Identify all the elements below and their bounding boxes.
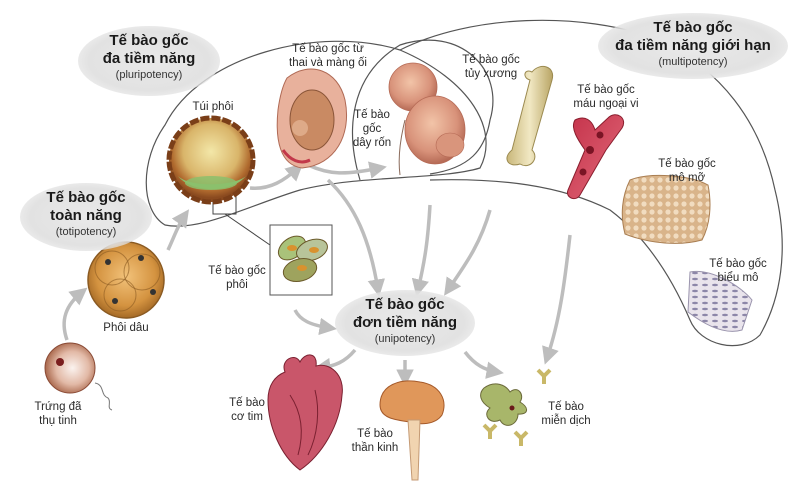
arrow-embryonic-to-uni [293, 309, 337, 336]
label-embryonic-stem: Tế bào gốc phôi [204, 264, 270, 292]
label-peripheral-blood: Tế bào gốc máu ngoại vi [568, 83, 644, 111]
label-fetal-amniotic: Tế bào gốc từ thai và màng ối [283, 42, 373, 70]
arrow-pluri-to-uni-2 [411, 204, 432, 297]
heart-illustration [267, 354, 343, 471]
label-immune-line2: miễn dịch [541, 415, 591, 427]
umbilical-boundary [351, 39, 494, 181]
unipotency-title-line2: đơn tiềm năng [353, 314, 457, 331]
label-epithelial-line2: biểu mô [717, 272, 759, 284]
morula-illustration [87, 241, 165, 319]
arrow-fetal-to-cord [307, 161, 387, 179]
fetus-in-uterus-illustration [276, 68, 347, 169]
label-adipose: Tế bào gốc mô mỡ [655, 157, 719, 185]
label-bone-marrow-line1: Tế bào gốc [462, 54, 520, 66]
arrow-multi-to-uni-1 [444, 209, 492, 296]
arrow-morula-to-blastocyst [166, 209, 190, 251]
arrow-uni-to-immune [463, 350, 504, 379]
label-fetal-amniotic-line2: thai và màng ối [289, 57, 367, 69]
label-umbilical-cord: Tế bào gốc dây rốn [350, 108, 394, 150]
pluripotency-boundary [145, 40, 487, 227]
label-fertilized-egg: Trứng đã thụ tinh [28, 400, 88, 428]
label-neural: Tế bào thần kinh [348, 427, 402, 455]
label-fertilized-egg-line2: thụ tinh [39, 415, 77, 427]
inset-connector-line [224, 213, 271, 246]
immune-cells-illustration [480, 368, 552, 446]
unipotency-subtitle: (unipotency) [374, 333, 436, 345]
label-fetal-amniotic-line1: Tế bào gốc từ [292, 43, 364, 55]
epithelial-tissue-illustration [687, 270, 753, 332]
label-adipose-line1: Tế bào gốc [658, 158, 716, 170]
label-blastocyst-line1: Túi phôi [192, 101, 234, 113]
bone-marrow-illustration [506, 65, 554, 166]
fertilized-egg-illustration [44, 342, 113, 411]
label-peripheral-blood-line1: Tế bào gốc [577, 84, 635, 96]
label-neural-line1: Tế bào [357, 428, 393, 440]
totipotency-subtitle: (totipotency) [55, 226, 117, 238]
brain-spinal-cord-illustration [379, 380, 445, 481]
label-neural-line2: thần kinh [351, 442, 399, 454]
label-immune-line1: Tế bào [548, 401, 584, 413]
totipotency-bubble: Tế bào gốc toàn năng (totipotency) [20, 183, 152, 251]
label-blastocyst: Túi phôi [188, 100, 238, 114]
label-cardiac: Tế bào cơ tim [225, 396, 269, 424]
arrow-multi-to-uni-2 [542, 234, 572, 365]
unipotency-bubble: Tế bào gốc đơn tiềm năng (unipotency) [335, 290, 475, 356]
label-morula: Phôi dâu [98, 321, 154, 335]
label-cardiac-line2: cơ tim [231, 411, 263, 423]
label-adipose-line2: mô mỡ [668, 172, 706, 184]
label-umbilical-cord-line3: dây rốn [352, 137, 392, 149]
adipose-tissue-illustration [621, 174, 711, 244]
pluripotency-title-line2: đa tiềm năng [102, 50, 196, 67]
pluripotency-title-line1: Tế bào gốc [109, 32, 189, 49]
blastocyst-illustration [166, 115, 256, 205]
embryonic-stem-cells-illustration [277, 235, 328, 283]
label-epithelial: Tế bào gốc biểu mô [706, 257, 770, 285]
unipotency-title-line1: Tế bào gốc [365, 296, 445, 313]
peripheral-blood-vessel-illustration [566, 114, 624, 200]
label-peripheral-blood-line2: máu ngoại vi [573, 98, 639, 110]
label-cardiac-line1: Tế bào [229, 397, 265, 409]
label-umbilical-cord-line2: gốc [362, 123, 382, 135]
arrow-pluri-to-uni-1 [326, 178, 385, 297]
multipotency-title-line2: đa tiềm năng giới hạn [615, 37, 771, 54]
label-bone-marrow-line2: tủy xương [464, 68, 518, 80]
label-bone-marrow: Tế bào gốc tủy xương [458, 53, 524, 81]
label-fertilized-egg-line1: Trứng đã [34, 401, 82, 413]
label-embryonic-stem-line1: Tế bào gốc [208, 265, 266, 277]
totipotency-title-line2: toàn năng [50, 207, 122, 224]
arrow-blastocyst-to-fetal [249, 163, 304, 190]
multipotency-bubble: Tế bào gốc đa tiềm năng giới hạn (multip… [598, 13, 788, 79]
label-embryonic-stem-line2: phôi [226, 279, 248, 291]
multipotency-title-line1: Tế bào gốc [653, 19, 733, 36]
baby-umbilical-cord-illustration [388, 62, 466, 176]
label-morula-line1: Phôi dâu [103, 322, 149, 334]
pluripotency-bubble: Tế bào gốc đa tiềm năng (pluripotency) [78, 26, 220, 96]
label-umbilical-cord-line1: Tế bào [354, 109, 390, 121]
label-immune: Tế bào miễn dịch [534, 400, 598, 428]
arrow-egg-to-morula [62, 287, 88, 341]
totipotency-title-line1: Tế bào gốc [46, 189, 126, 206]
multipotency-subtitle: (multipotency) [658, 56, 728, 68]
pluripotency-subtitle: (pluripotency) [115, 69, 183, 81]
label-epithelial-line1: Tế bào gốc [709, 258, 767, 270]
